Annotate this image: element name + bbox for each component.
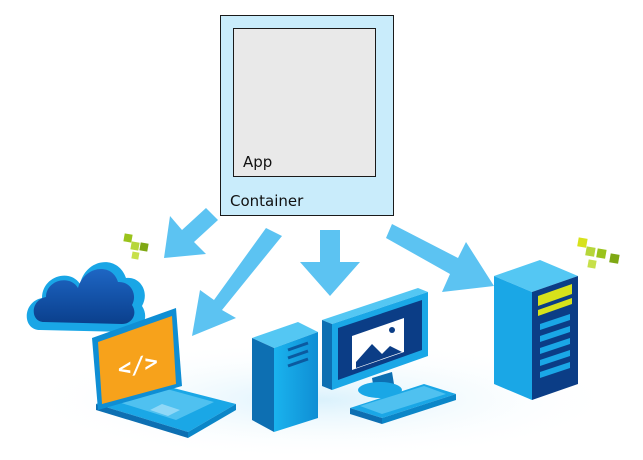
app-box: App — [233, 28, 376, 177]
deployment-arrows — [164, 208, 494, 336]
monitor-image-icon — [322, 288, 428, 398]
app-label: App — [243, 153, 272, 171]
arrow-to-laptop — [192, 228, 282, 336]
container-box: App Container — [220, 15, 394, 216]
arrow-to-server — [386, 224, 494, 292]
app-rect — [233, 28, 376, 177]
server-rack-icon — [494, 260, 578, 400]
keyboard-icon — [350, 384, 456, 424]
container-cubes-icon — [577, 237, 620, 269]
arrow-to-cloud — [164, 208, 218, 258]
pc-tower-icon — [252, 322, 318, 432]
container-label: Container — [230, 192, 304, 210]
laptop-code-icon: </> — [92, 308, 236, 438]
cloud-icon — [26, 262, 146, 332]
container-cubes-icon — [123, 233, 149, 260]
arrow-to-desktop — [300, 230, 360, 296]
